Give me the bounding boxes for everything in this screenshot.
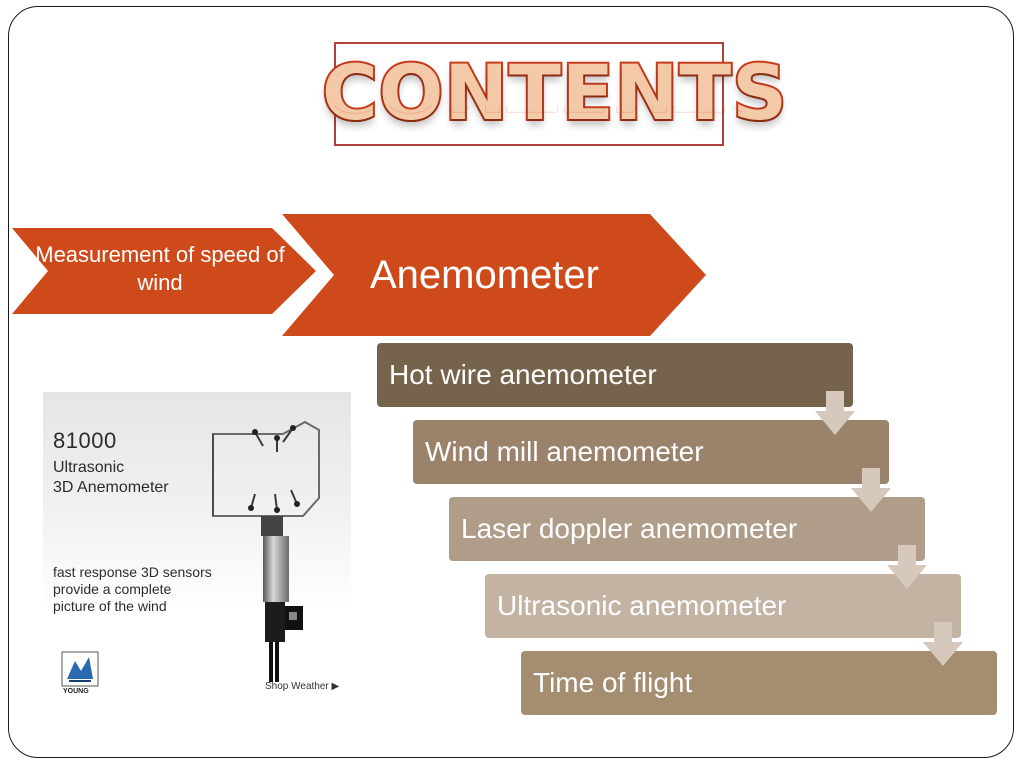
step-laser-doppler-label: Laser doppler anemometer bbox=[461, 513, 797, 544]
step-ultrasonic-label: Ultrasonic anemometer bbox=[497, 590, 786, 621]
product-type: Ultrasonic 3D Anemometer bbox=[53, 458, 169, 498]
arrow-down-icon bbox=[923, 622, 963, 666]
anemometer-product-image: 81000 Ultrasonic 3D Anemometer fast resp… bbox=[43, 392, 351, 704]
step-hot-wire-label: Hot wire anemometer bbox=[389, 359, 657, 390]
arrow-down-icon bbox=[815, 391, 855, 435]
step-hot-wire: Hot wire anemometer bbox=[377, 343, 853, 407]
product-tagline: fast response 3D sensors provide a compl… bbox=[53, 564, 212, 615]
step-wind-mill-label: Wind mill anemometer bbox=[425, 436, 704, 467]
chevron-anemometer-label: Anemometer bbox=[370, 252, 599, 298]
anemometer-device-icon bbox=[193, 412, 333, 682]
arrow-down-icon bbox=[887, 545, 927, 589]
chevron-measurement-label: Measurement of speed of wind bbox=[30, 241, 290, 297]
shop-weather-link[interactable]: Shop Weather ▶ bbox=[265, 681, 339, 692]
brand-label: YOUNG bbox=[63, 688, 89, 695]
product-model-number: 81000 bbox=[53, 428, 117, 454]
arrow-down-icon bbox=[851, 468, 891, 512]
slide-title-reflection: CONTENTS bbox=[322, 106, 742, 128]
step-time-of-flight-label: Time of flight bbox=[533, 667, 692, 698]
